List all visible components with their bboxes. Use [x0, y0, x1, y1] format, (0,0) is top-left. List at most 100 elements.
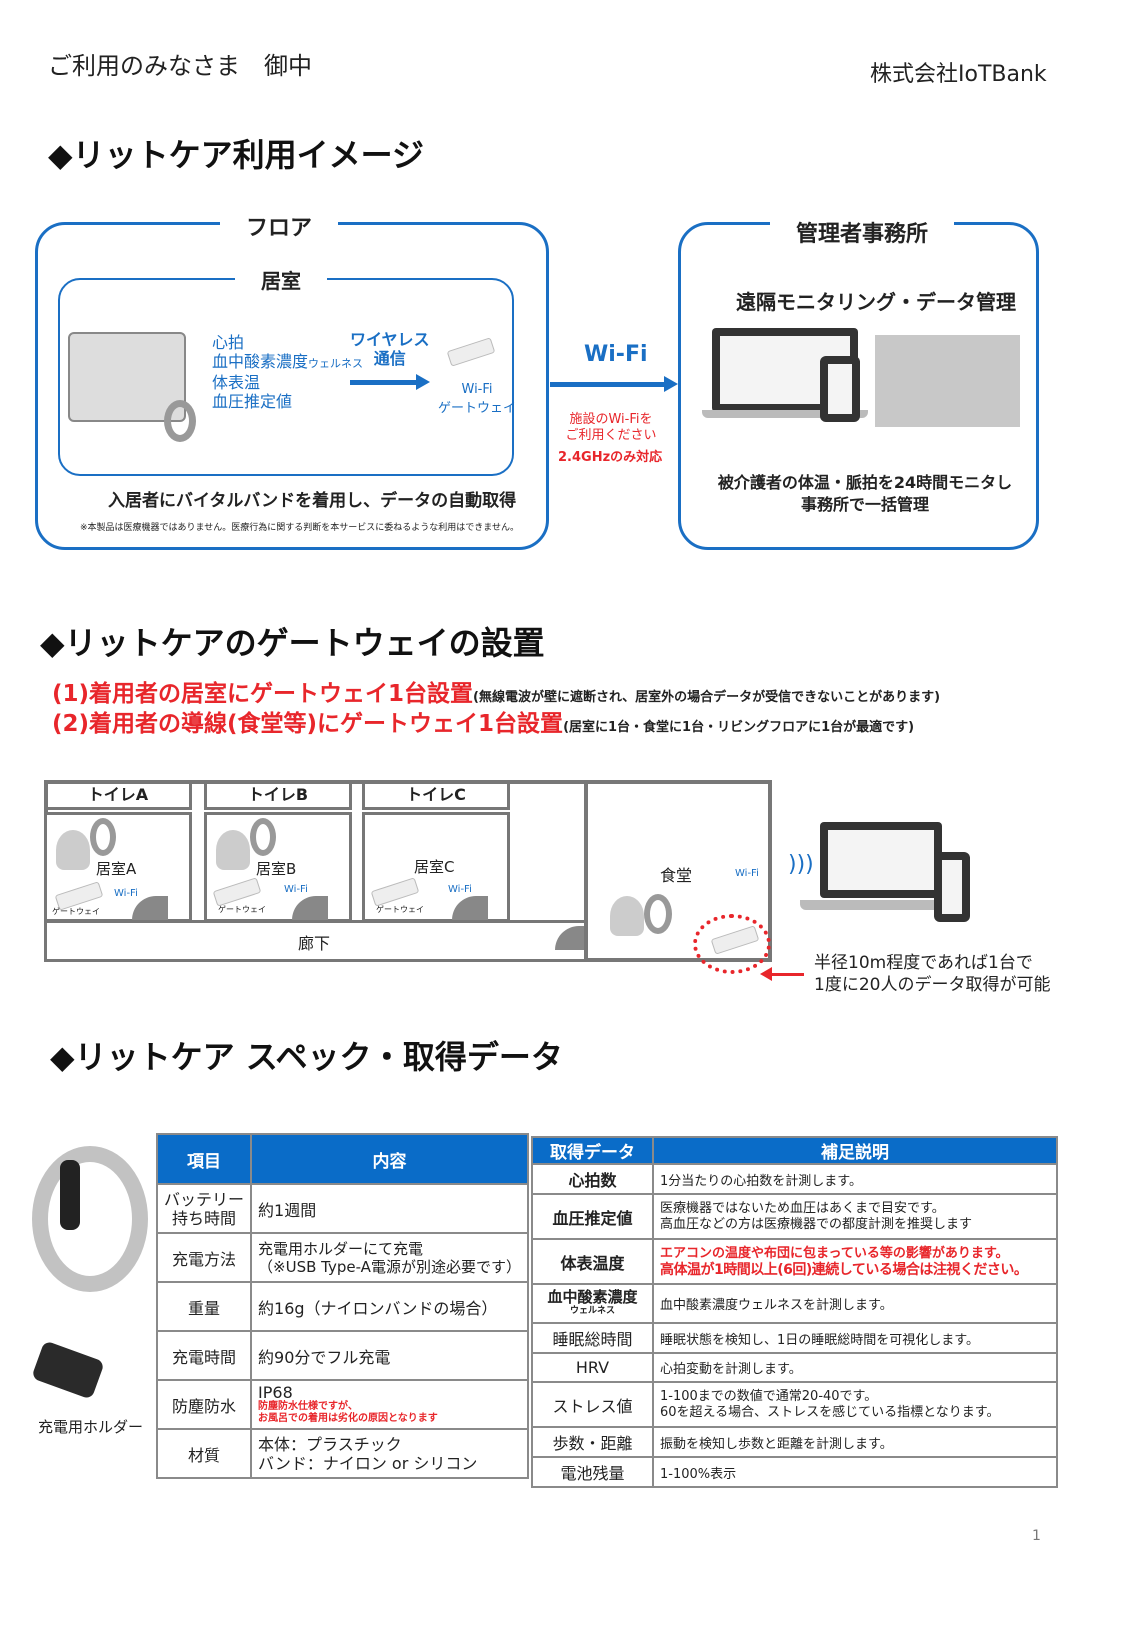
- arrow-head-icon: [760, 967, 772, 981]
- band-module: [60, 1160, 80, 1230]
- pointer-arrow: [770, 973, 804, 976]
- spec-item: 防塵防水: [155, 1379, 253, 1430]
- data-desc: 1-100%表示: [652, 1456, 1058, 1488]
- toilet-a: トイレA: [44, 780, 192, 810]
- data-item: 血圧推定値: [531, 1193, 654, 1240]
- spec-item: 重量: [155, 1281, 253, 1332]
- resident-icon: [610, 896, 644, 936]
- vital-band-photo: [32, 1146, 148, 1292]
- wireless-label: ワイヤレス 通信: [350, 330, 430, 368]
- install-rule-1: (1)着用者の居室にゲートウェイ1台設置: [52, 681, 474, 707]
- data-item: 心拍数: [531, 1163, 654, 1195]
- data-item: 電池残量: [531, 1456, 654, 1488]
- spec-note: 防塵防水仕様ですが、 お風呂での着用は劣化の原因となります: [258, 1400, 438, 1424]
- dining-label: 食堂: [660, 866, 693, 885]
- resident-icon: [216, 830, 250, 870]
- install-rule-2: (2)着用者の導線(食堂等)にゲートウェイ1台設置: [52, 711, 564, 737]
- vital-heart-rate: 心拍: [212, 333, 245, 352]
- office-label: 管理者事務所: [770, 216, 955, 248]
- dashboard-laptop-image: [820, 822, 942, 898]
- room-b-label: 居室B: [256, 860, 297, 878]
- room-label: 居室: [235, 265, 327, 294]
- spec-table: 項目内容 バッテリー 持ち時間約1週間 充電方法充電用ホルダーにて充電 （※US…: [155, 1133, 529, 1479]
- band-icon: [644, 894, 672, 934]
- data-item: ストレス値: [531, 1381, 654, 1428]
- data-desc: 医療機器ではないため血圧はあくまで目安です。 高血圧などの方は医療機器での都度計…: [652, 1193, 1058, 1240]
- wifi-band-note: 2.4GHzのみ対応: [558, 450, 663, 465]
- spec-value: 約90分でフル充電: [250, 1330, 529, 1381]
- gateway-label-a: ゲートウェイ: [52, 907, 100, 916]
- laptop-base: [800, 900, 968, 910]
- holder-label: 充電用ホルダー: [38, 1418, 144, 1436]
- office-photo: [875, 335, 1020, 427]
- vital-band-image: [164, 400, 196, 442]
- data-desc: 血中酸素濃度ウェルネスを計測します。: [652, 1283, 1058, 1324]
- data-desc: 1分当たりの心拍数を計測します。: [652, 1163, 1058, 1195]
- bed-illustration: [68, 332, 186, 422]
- floor-label: フロア: [220, 210, 339, 242]
- data-item: 歩数・距離: [531, 1426, 654, 1458]
- laptop-base: [702, 410, 868, 418]
- vital-bp: 血圧推定値: [212, 392, 293, 411]
- floor-caption: 入居者にバイタルバンドを着用し、データの自動取得: [108, 491, 517, 511]
- data-item: HRV: [531, 1352, 654, 1383]
- spec-item: 充電方法: [155, 1232, 253, 1283]
- spec-item: 充電時間: [155, 1330, 253, 1381]
- wifi-arrow: [550, 382, 666, 387]
- range-highlight-circle: [693, 914, 771, 974]
- data-desc: 振動を検知し歩数と距離を計測します。: [652, 1426, 1058, 1458]
- disclaimer: ※本製品は医療機器ではありません。医療行為に関する判断を本サービスに委ねるような…: [80, 523, 520, 533]
- data-item: 睡眠総時間: [531, 1322, 654, 1354]
- spec-value: 約1週間: [250, 1183, 529, 1234]
- wifi-label-dining: Wi-Fi: [735, 868, 759, 879]
- spec-header-value: 内容: [250, 1133, 529, 1185]
- office-title: 遠隔モニタリング・データ管理: [736, 290, 1016, 314]
- resident-icon: [56, 830, 90, 870]
- vitals-list: 心拍 血中酸素濃度ウェルネス 体表温 血圧推定値: [212, 333, 363, 411]
- spec-item: 材質: [155, 1428, 253, 1479]
- band-icon: [250, 818, 276, 856]
- data-item-sub: ウェルネス: [569, 1305, 615, 1316]
- data-desc: 睡眠状態を検知し、1日の睡眠総時間を可視化します。: [652, 1322, 1058, 1354]
- spec-value: 充電用ホルダーにて充電 （※USB Type-A電源が別途必要です）: [250, 1232, 529, 1283]
- section2-title: ◆リットケアのゲートウェイの設置: [40, 624, 545, 662]
- spec-item: バッテリー 持ち時間: [155, 1183, 253, 1234]
- arrow-head-icon: [664, 376, 678, 392]
- wifi-signal-icon: ))): [788, 852, 814, 877]
- data-desc: 心拍変動を計測します。: [652, 1352, 1058, 1383]
- room-c: [362, 812, 510, 922]
- data-header-item: 取得データ: [531, 1136, 654, 1165]
- section1-title: ◆リットケア利用イメージ: [48, 136, 424, 174]
- wifi-label-b: Wi-Fi: [284, 884, 308, 895]
- vital-spo2: 血中酸素濃度: [212, 352, 309, 371]
- room-c-label: 居室C: [414, 858, 455, 876]
- wireless-arrow: [350, 380, 420, 385]
- band-icon: [90, 818, 116, 856]
- gateway-label-c: ゲートウェイ: [376, 905, 424, 914]
- data-desc: エアコンの温度や布団に包まっている等の影響があります。: [660, 1245, 1009, 1261]
- spec-value: 約16g（ナイロンバンドの場合）: [250, 1281, 529, 1332]
- company-name: 株式会社IoTBank: [870, 62, 1047, 87]
- smartphone-image: [934, 852, 970, 922]
- room-a-label: 居室A: [96, 860, 137, 878]
- spec-header-item: 項目: [155, 1133, 253, 1185]
- vital-temp: 体表温: [212, 373, 261, 392]
- gateway-label: Wi-Fi ゲートウェイ: [438, 382, 517, 416]
- office-caption: 被介護者の体温・脈拍を24時間モニタし 事務所で一括管理: [717, 473, 1013, 514]
- corridor-label: 廊下: [298, 934, 331, 953]
- data-desc-warning: 高体温が1時間以上(6回)連続している場合は注視ください。: [660, 1261, 1028, 1278]
- install-rule-2-note: (居室に1台・食堂に1台・リビングフロアに1台が最適です): [563, 720, 915, 735]
- spec-value: IP68: [258, 1382, 293, 1402]
- recipient: ご利用のみなさま 御中: [48, 52, 312, 80]
- data-item: 体表温度: [531, 1238, 654, 1285]
- data-item: 血中酸素濃度: [547, 1287, 638, 1306]
- toilet-c: トイレC: [362, 780, 510, 810]
- wellness-note: ウェルネス: [308, 357, 364, 370]
- spec-value: 本体：プラスチック バンド：ナイロン or シリコン: [250, 1428, 529, 1479]
- range-note: 半径10m程度であれば1台で 1度に20人のデータ取得が可能: [814, 953, 1051, 995]
- wifi-label-c: Wi-Fi: [448, 884, 472, 895]
- data-desc: 1-100までの数値で通常20-40です。 60を超える場合、ストレスを感じてい…: [652, 1381, 1058, 1428]
- arrow-head-icon: [416, 374, 430, 390]
- wifi-note: 施設のWi-Fiを ご利用ください: [565, 412, 657, 443]
